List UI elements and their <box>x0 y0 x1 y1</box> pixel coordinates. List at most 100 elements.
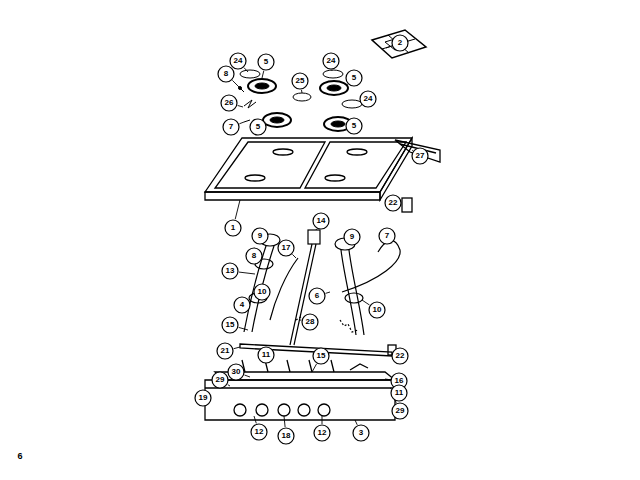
callout-number: 24 <box>360 91 376 107</box>
callout-circle <box>230 53 246 69</box>
leader-line <box>292 254 296 258</box>
leader-line <box>301 90 303 93</box>
leader-line <box>355 420 357 425</box>
callout-marker <box>314 416 330 441</box>
leader-line <box>262 71 264 78</box>
leader-line <box>284 416 285 427</box>
leader-line <box>395 400 396 403</box>
callout-circle <box>314 425 330 441</box>
callout-circle <box>222 317 238 333</box>
callout-circle <box>258 347 274 363</box>
callout-number: 17 <box>278 240 294 256</box>
callout-number: 30 <box>228 364 244 380</box>
callout-marker <box>390 385 407 401</box>
callout-number: 29 <box>212 372 228 388</box>
leader-line <box>390 388 391 390</box>
callout-circle <box>392 403 408 419</box>
callout-number: 8 <box>246 248 262 264</box>
callout-marker <box>386 35 408 51</box>
callout-number: 15 <box>222 317 238 333</box>
callout-marker <box>223 119 244 135</box>
callout-number: 5 <box>346 118 362 134</box>
callout-marker <box>412 148 428 164</box>
callout-number: 12 <box>314 425 330 441</box>
callout-marker <box>313 213 329 230</box>
callout-circle <box>391 385 407 401</box>
callout-number: 2 <box>392 35 408 51</box>
callout-marker <box>292 73 308 93</box>
callout-marker <box>346 70 362 86</box>
callout-circle <box>369 302 385 318</box>
callout-number: 29 <box>392 403 408 419</box>
callout-number: 19 <box>195 390 211 406</box>
callout-circle <box>323 53 339 69</box>
callout-circle <box>292 73 308 89</box>
callout-circle <box>344 229 360 245</box>
callout-circle <box>302 314 318 330</box>
leader-line <box>386 46 392 48</box>
callout-number: 14 <box>313 213 329 229</box>
bracket <box>402 198 412 212</box>
callout-marker <box>323 53 339 71</box>
leader-line <box>232 80 239 87</box>
callout-marker <box>392 348 408 364</box>
burner-grate <box>372 30 426 58</box>
leader-line <box>316 229 318 230</box>
callout-circle <box>379 228 395 244</box>
leader-line <box>235 200 240 219</box>
callout-number: 10 <box>369 302 385 318</box>
leader-line <box>254 416 256 423</box>
callout-number: 11 <box>258 347 274 363</box>
callout-marker <box>218 66 239 87</box>
leader-line <box>331 70 332 71</box>
callout-number: 5 <box>258 54 274 70</box>
callout-circle <box>278 428 294 444</box>
callout-marker <box>278 240 296 258</box>
callout-marker <box>225 200 241 236</box>
callout-marker <box>344 229 360 245</box>
callout-number: 3 <box>353 425 369 441</box>
callout-marker <box>392 400 408 419</box>
leader-line <box>239 327 248 330</box>
callout-number: 5 <box>250 119 266 135</box>
callout-number: 13 <box>222 263 238 279</box>
callout-circle <box>246 248 262 264</box>
callout-circle <box>218 66 234 82</box>
callout-circle <box>313 213 329 229</box>
callout-circle <box>195 390 211 406</box>
callout-marker <box>379 228 395 244</box>
callout-marker <box>252 228 268 244</box>
callout-marker <box>346 118 362 134</box>
callout-marker <box>353 420 369 441</box>
callout-number: 4 <box>234 297 250 313</box>
callout-marker <box>254 284 270 300</box>
leader-line <box>239 122 244 124</box>
callout-circle <box>221 95 237 111</box>
leader-line <box>385 379 390 381</box>
callout-circle <box>225 220 241 236</box>
callout-marker <box>385 195 402 211</box>
callout-circle <box>353 425 369 441</box>
callout-circle <box>309 288 325 304</box>
callout-circle <box>258 54 274 70</box>
callout-circle <box>234 297 250 313</box>
callout-marker <box>258 54 274 78</box>
callout-marker <box>312 348 329 372</box>
callout-marker <box>251 416 267 440</box>
callout-circle <box>278 240 294 256</box>
callout-number: 24 <box>230 53 246 69</box>
leader-line <box>244 68 248 72</box>
leader-line <box>401 204 402 205</box>
callout-number: 10 <box>254 284 270 300</box>
callout-number: 22 <box>392 348 408 364</box>
callout-number: 28 <box>302 314 318 330</box>
cooktop-tray <box>205 138 440 212</box>
callout-marker <box>222 317 248 333</box>
leader-line <box>346 84 348 86</box>
leader-line <box>234 347 240 349</box>
callout-marker <box>309 288 330 304</box>
callout-marker <box>360 91 376 107</box>
page-number: 6 <box>17 451 22 461</box>
manifold <box>205 344 396 420</box>
